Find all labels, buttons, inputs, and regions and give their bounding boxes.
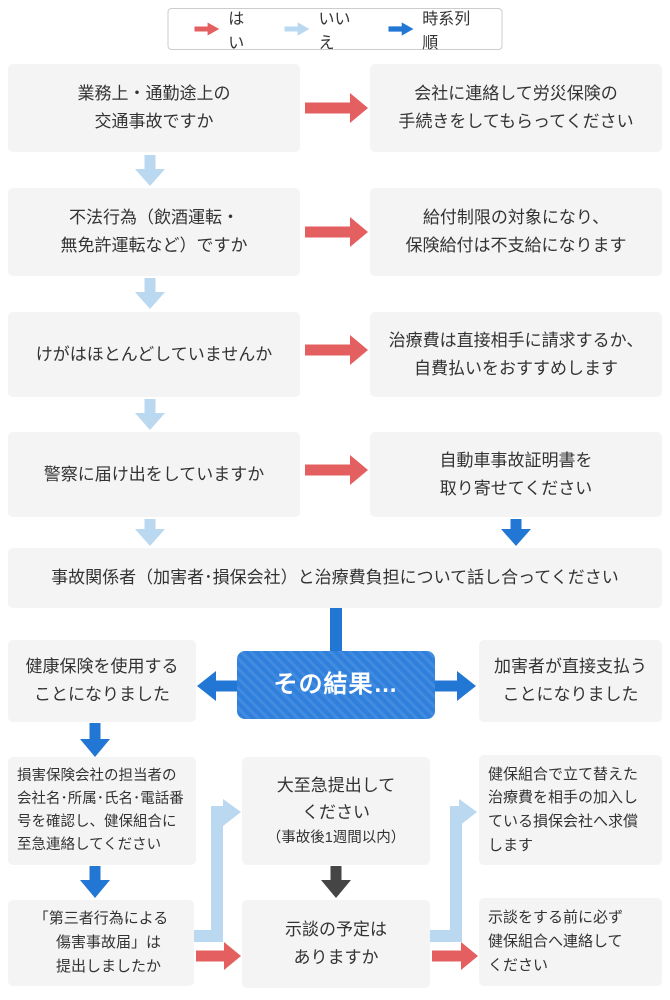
arrow-seq-result-right (434, 671, 476, 701)
box-recover-costs-from-insurer: 健保組合で立て替えた 治療費を相手の加入し ている損保会社へ求償 します (479, 755, 662, 865)
connector-seq-discuss-result (330, 608, 342, 654)
arrow-no-settlement-recover (430, 799, 477, 942)
box-contact-kenpo-before-settlement: 示談をする前に必ず 健保組合へ連絡して ください (479, 898, 662, 986)
sequence-arrow-icon (388, 22, 414, 36)
submit-note-text: （事故後1週間以内） (266, 829, 406, 846)
arrow-seq-certificate-discuss (501, 519, 531, 546)
box-confirm-insurer-contact-kenpo: 損害保険会社の担当者の 会社名･所属･氏名･電話番 号を確認し、健保組合に 至急… (8, 757, 196, 865)
box-question-work-commute-accident: 業務上・通勤途上の 交通事故ですか (8, 64, 300, 152)
legend-item-yes: はい (194, 5, 255, 53)
box-result-use-health-insurance: 健康保険を使用する ことになりました (8, 640, 196, 722)
legend-label-yes: はい (228, 11, 245, 52)
box-answer-contact-company-rosai: 会社に連絡して労災保険の 手続きをしてもらってください (370, 64, 662, 152)
box-answer-claim-directly-or-self-pay: 治療費は直接相手に請求するか、 自費払いをおすすめします (370, 312, 662, 397)
box-discuss-with-parties: 事故関係者（加害者･損保会社）と治療費負担について話し合ってください (8, 548, 662, 608)
box-question-police-report: 警察に届け出をしていますか (8, 432, 300, 517)
box-answer-benefit-restriction: 給付制限の対象になり、 保険給付は不支給になります (370, 188, 662, 276)
result-title-text: その結果… (273, 670, 399, 698)
box-answer-accident-certificate: 自動車事故証明書を 取り寄せてください (370, 432, 662, 517)
legend-item-no: いいえ (284, 5, 359, 53)
arrow-no-thirdparty-submit (194, 799, 241, 942)
submit-main-text: 大至急提出して ください (276, 775, 396, 823)
arrow-seq-insurer-thirdparty (80, 866, 110, 898)
box-result-perpetrator-pays: 加害者が直接支払う ことになりました (479, 640, 662, 722)
legend-item-sequence: 時系列順 (388, 5, 475, 53)
box-result-title: その結果… (237, 651, 435, 719)
arrow-yes-thirdparty-settlement (196, 942, 241, 970)
arrow-dark-submit-settlement (321, 866, 351, 898)
arrow-seq-result-left (197, 671, 238, 701)
legend: はい いいえ 時系列順 (167, 5, 503, 53)
box-question-illegal-act: 不法行為（飲酒運転・ 無免許運転など）ですか (8, 188, 300, 276)
no-arrow-icon (284, 22, 310, 36)
arrow-yes-q2 (305, 217, 368, 247)
legend-label-no: いいえ (318, 11, 351, 52)
arrow-yes-q1 (305, 93, 368, 123)
arrow-no-q4-discuss (135, 519, 165, 546)
arrow-yes-settlement-contact (432, 942, 478, 970)
arrow-seq-left-insurer (80, 723, 110, 757)
box-submit-urgently: 大至急提出して ください （事故後1週間以内） (242, 757, 430, 865)
arrow-no-q1-q2 (135, 155, 165, 186)
yes-arrow-icon (194, 22, 220, 36)
arrow-yes-q4 (305, 455, 368, 485)
arrow-no-q3-q4 (135, 399, 165, 430)
box-question-minor-injury: けがはほとんどしていませんか (8, 312, 300, 397)
arrow-no-q2-q3 (135, 278, 165, 309)
box-question-thirdparty-report-submitted: 「第三者行為による 傷害事故届」は 提出しましたか (8, 900, 194, 986)
box-question-settlement-planned: 示談の予定は ありますか (242, 900, 430, 988)
arrow-yes-q3 (305, 335, 368, 365)
legend-label-sequence: 時系列順 (422, 11, 471, 52)
